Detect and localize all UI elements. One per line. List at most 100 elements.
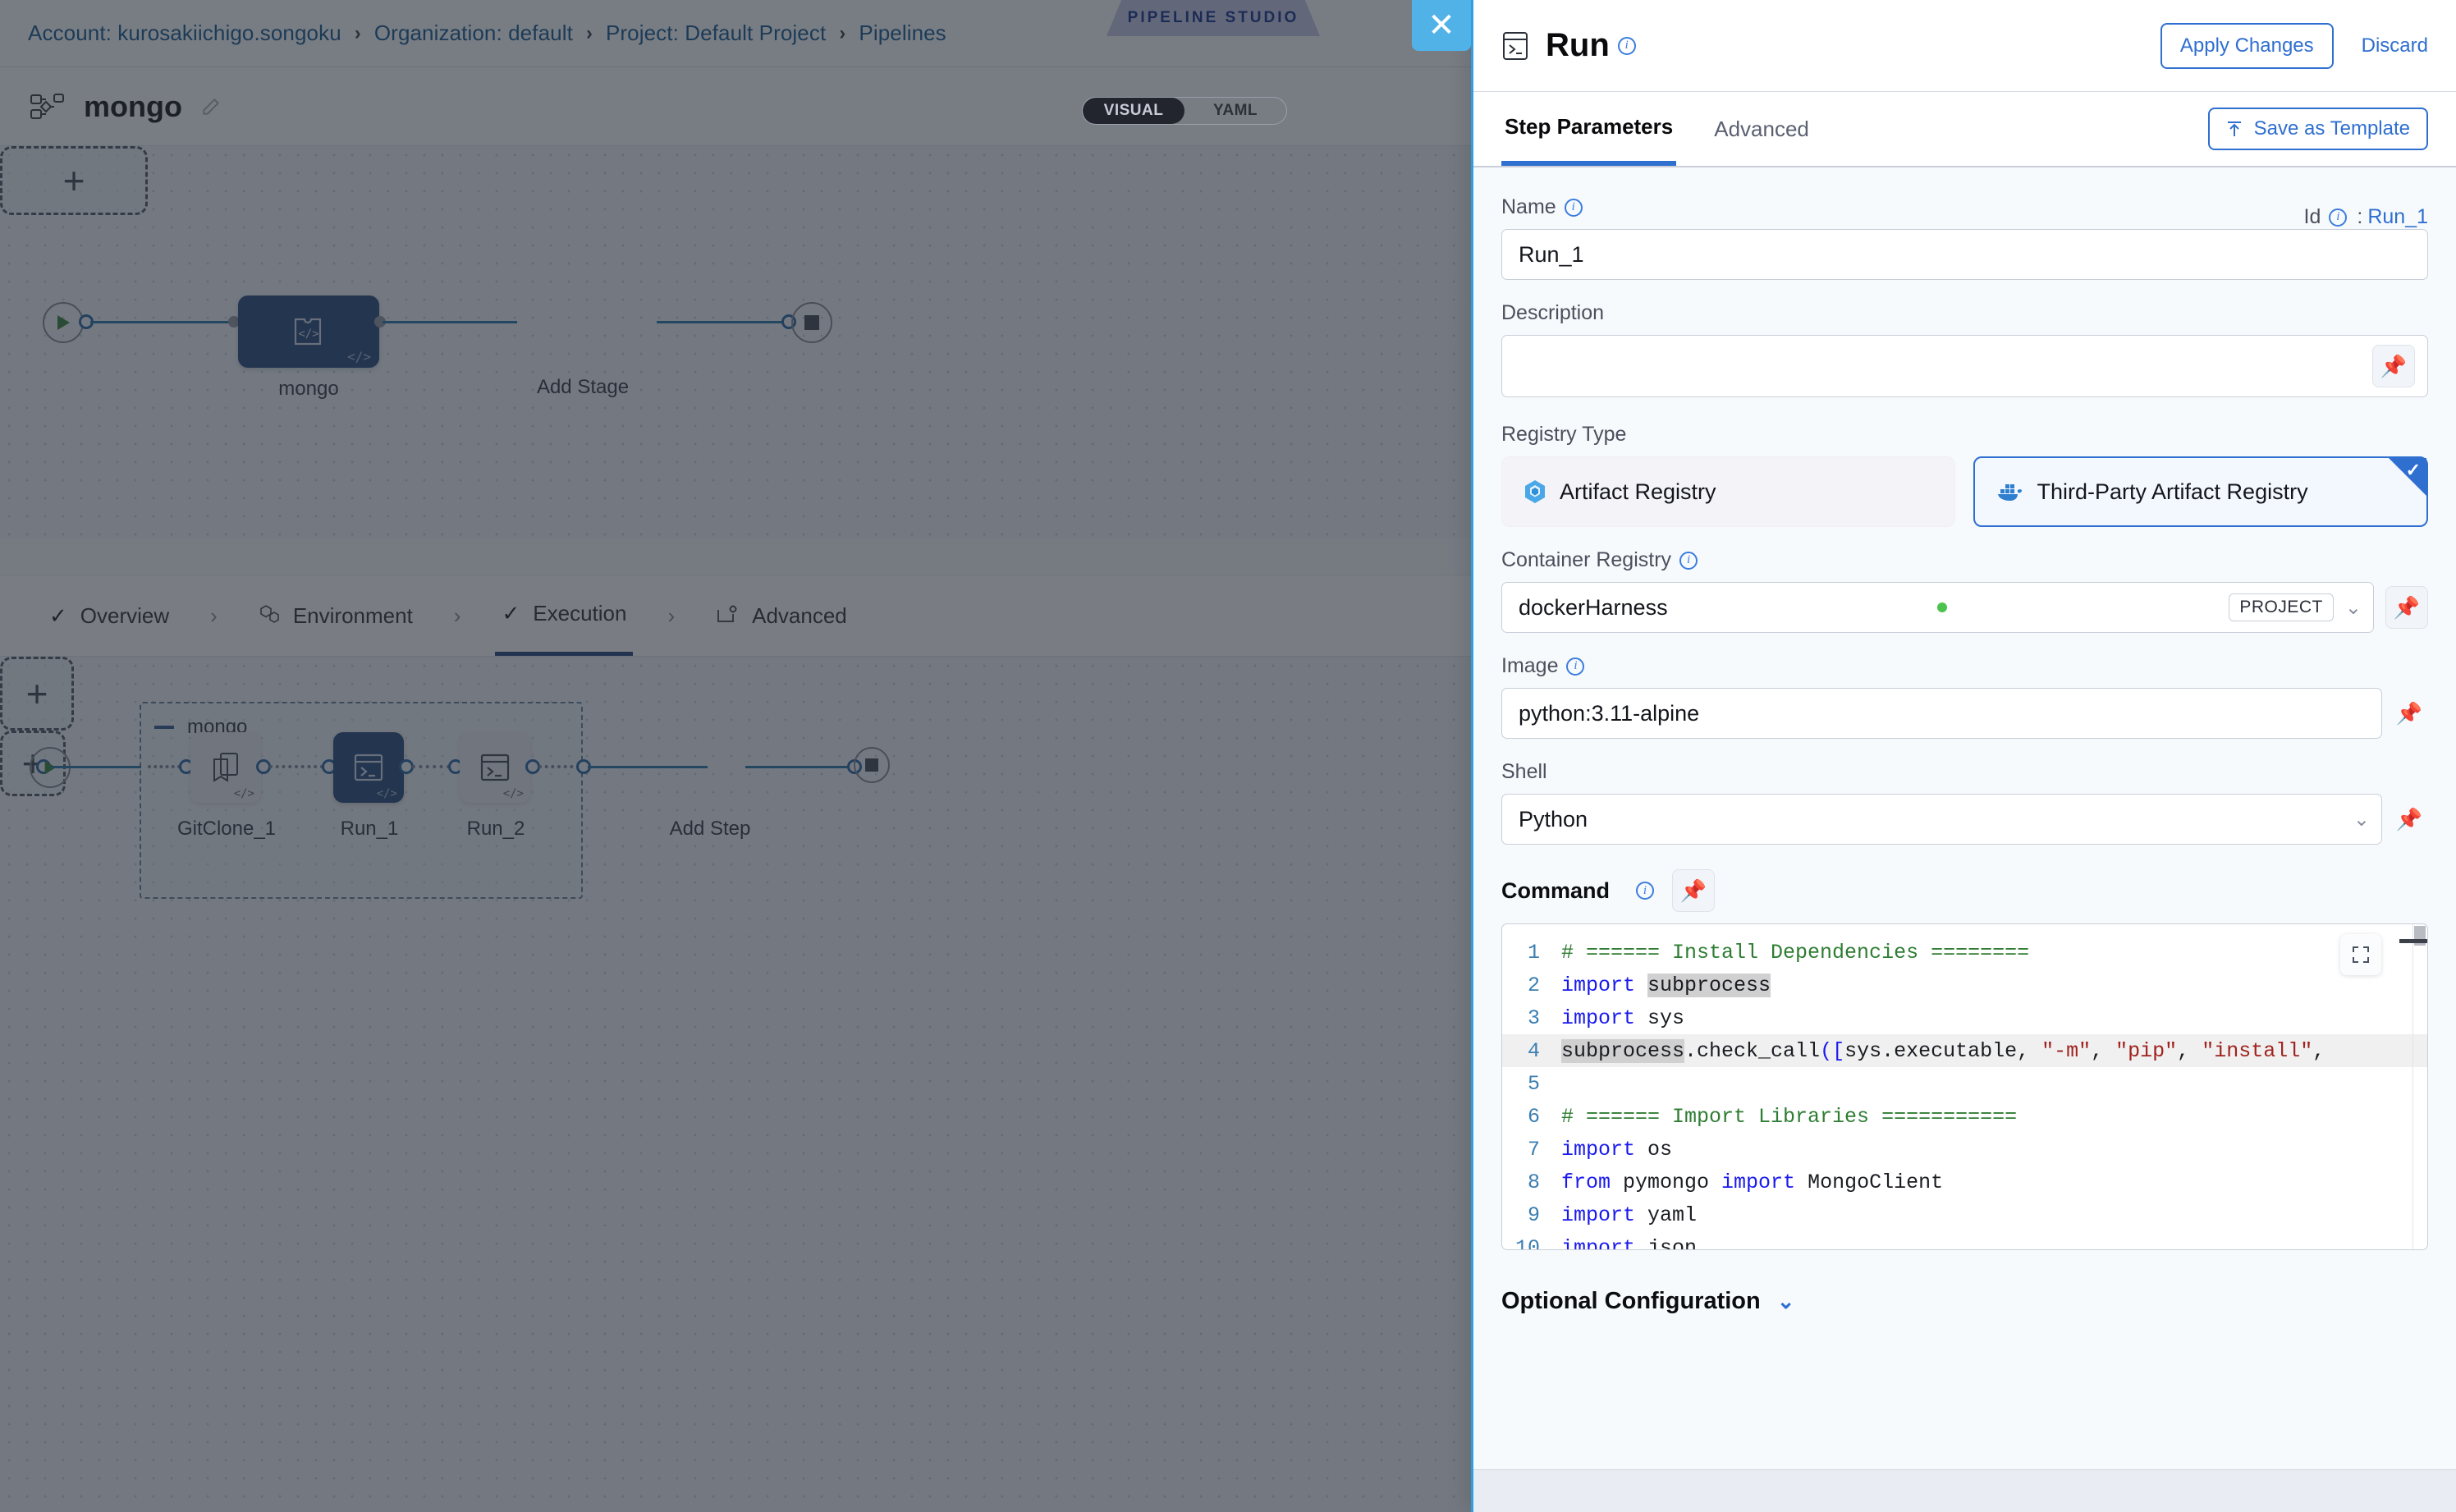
info-icon[interactable]: i <box>1566 657 1585 676</box>
edge-dotted-4 <box>538 765 580 768</box>
docker-icon <box>1996 480 2024 503</box>
breadcrumb-organization[interactable]: Organization: default <box>373 21 573 45</box>
stage-tab-advanced[interactable]: Advanced <box>709 575 854 656</box>
page-title: mongo <box>84 89 182 123</box>
upload-template-icon <box>2226 120 2243 138</box>
stage-tab-overview[interactable]: ✓ Overview <box>43 575 176 656</box>
command-code-editor[interactable]: 1# ====== Install Dependencies ========2… <box>1501 923 2428 1250</box>
breadcrumb-separator-icon: › <box>585 21 593 44</box>
step-node-gitclone[interactable]: </> <box>190 732 261 803</box>
save-as-template-label: Save as Template <box>2253 117 2410 140</box>
step-end-node[interactable] <box>854 747 890 783</box>
toggle-yaml[interactable]: YAML <box>1212 102 1258 119</box>
description-label: Description <box>1501 301 1605 324</box>
pipeline-end-node[interactable] <box>791 302 832 343</box>
tab-step-parameters[interactable]: Step Parameters <box>1501 92 1677 166</box>
plus-icon: + <box>25 672 48 715</box>
expand-editor-icon[interactable] <box>2340 934 2381 975</box>
code-line-number: 6 <box>1527 1104 1540 1129</box>
selected-corner <box>2389 458 2426 496</box>
collapse-group-icon[interactable] <box>154 726 174 729</box>
stage-tab-environment[interactable]: Environment <box>252 575 419 656</box>
apply-changes-button[interactable]: Apply Changes <box>2160 22 2334 69</box>
info-icon[interactable]: i <box>1564 198 1583 217</box>
chevron-down-icon[interactable]: ⌄ <box>2344 596 2362 619</box>
pin-icon[interactable]: 📌 <box>2372 345 2415 387</box>
status-dot-icon <box>1937 603 1948 612</box>
stage-tab-label: Environment <box>292 603 413 628</box>
chevron-down-icon[interactable]: ⌄ <box>2353 808 2370 831</box>
stage-tab-label: Advanced <box>752 603 847 628</box>
code-line-text: import json <box>1561 1235 1698 1250</box>
registry-option-label: Third-Party Artifact Registry <box>2037 479 2308 504</box>
plus-icon: + <box>62 159 85 202</box>
code-line: 5 <box>1502 1067 2427 1100</box>
step-node-run-2[interactable]: </> <box>460 732 530 803</box>
code-vertical-scrollbar[interactable] <box>2412 924 2427 1249</box>
registry-option-third-party-artifact-registry[interactable]: Third-Party Artifact Registry ✓ <box>1973 456 2428 527</box>
toggle-visual[interactable]: VISUAL <box>1083 98 1184 124</box>
add-step-label: Add Step <box>669 818 751 840</box>
code-line-number: 3 <box>1527 1006 1540 1030</box>
stage-node-code-badge: </> <box>347 349 371 364</box>
step-graph-canvas: mongo </> GitClone_1 <box>0 657 1471 1512</box>
stage-node-mongo[interactable]: </> </> <box>238 296 379 368</box>
step-node-label: Run_2 <box>466 818 525 840</box>
edge-add-to-end <box>657 321 788 323</box>
breadcrumb-pipelines[interactable]: Pipelines <box>859 21 946 45</box>
save-as-template-button[interactable]: Save as Template <box>2207 108 2428 150</box>
description-textarea[interactable] <box>1501 335 2428 397</box>
close-icon[interactable]: ✕ <box>1412 0 1471 51</box>
info-icon[interactable]: i <box>1679 551 1698 570</box>
edge-dotted-1 <box>148 765 181 768</box>
step-code-badge: </> <box>502 787 524 800</box>
code-line-text: import subprocess <box>1561 973 1771 997</box>
stage-tab-label: Overview <box>80 603 170 628</box>
info-icon[interactable]: i <box>1636 882 1655 900</box>
registry-type-options: Artifact Registry Third-Party Artifact R… <box>1501 456 2428 527</box>
discard-button[interactable]: Discard <box>2361 34 2428 57</box>
optional-configuration-toggle[interactable]: Optional Configuration ⌄ <box>1501 1288 2428 1315</box>
svg-text:</>: </> <box>298 328 318 341</box>
container-registry-select[interactable]: dockerHarness PROJECT ⌄ <box>1501 582 2374 633</box>
shell-select[interactable]: Python ⌄ <box>1501 794 2382 845</box>
run-step-icon <box>1501 30 1529 62</box>
edge-dotted-2 <box>269 765 323 768</box>
registry-option-label: Artifact Registry <box>1560 479 1716 504</box>
edit-pencil-icon[interactable] <box>200 96 222 117</box>
step-node-run-1[interactable]: </> <box>333 732 404 803</box>
add-step-button[interactable]: + <box>0 657 74 731</box>
name-input[interactable] <box>1501 229 2428 280</box>
stage-tab-execution[interactable]: ✓ Execution <box>495 575 634 656</box>
registry-option-artifact-registry[interactable]: Artifact Registry <box>1501 456 1955 527</box>
id-separator: : <box>2357 205 2363 228</box>
harness-artifact-icon <box>1524 479 1546 505</box>
pin-icon[interactable]: 📌 <box>2385 586 2428 629</box>
check-icon: ✓ <box>502 601 520 625</box>
tab-advanced[interactable]: Advanced <box>1714 116 1809 141</box>
pin-icon[interactable]: 📌 <box>2395 806 2423 832</box>
name-label: Name <box>1501 195 1556 218</box>
check-icon: ✓ <box>2405 460 2421 480</box>
pin-icon[interactable]: 📌 <box>2395 700 2423 726</box>
pipeline-start-node[interactable] <box>43 302 84 343</box>
code-minimap-marker <box>2399 939 2427 943</box>
visual-yaml-toggle[interactable]: VISUAL YAML <box>1082 97 1287 125</box>
info-icon[interactable]: i <box>1617 36 1636 55</box>
container-registry-label: Container Registry <box>1501 548 1672 571</box>
breadcrumb-account[interactable]: Account: kurosakiichigo.songoku <box>28 21 341 45</box>
code-line-text: import os <box>1561 1137 1673 1161</box>
edge-group-to-addstep <box>588 766 708 768</box>
breadcrumb-project[interactable]: Project: Default Project <box>605 21 827 45</box>
image-input[interactable] <box>1501 688 2382 739</box>
info-icon[interactable]: i <box>2329 208 2348 227</box>
command-label: Command <box>1501 877 1611 903</box>
code-line-text: from pymongo import MongoClient <box>1561 1170 1944 1194</box>
pin-icon[interactable]: 📌 <box>1672 869 1716 912</box>
add-stage-button[interactable]: + <box>0 146 148 215</box>
